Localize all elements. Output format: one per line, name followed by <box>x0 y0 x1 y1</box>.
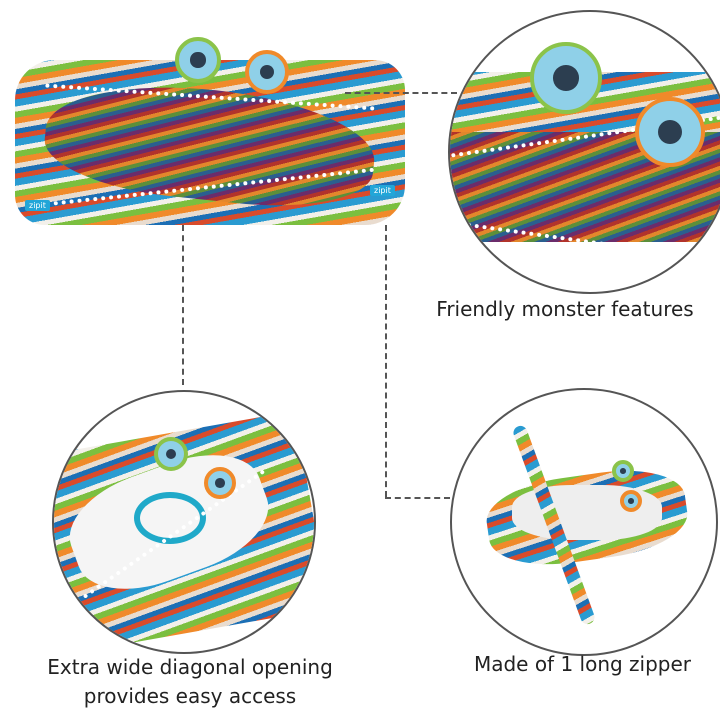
connector-line <box>385 497 450 499</box>
monster-eye-icon <box>635 97 705 167</box>
connector-line <box>385 225 387 497</box>
connector-line <box>345 92 457 94</box>
monster-eye-icon <box>620 490 642 512</box>
brand-tag: zipit <box>25 200 50 211</box>
diagonal-opening-closeup <box>52 390 316 654</box>
brand-tag: zipit <box>370 185 395 196</box>
monster-eye-icon <box>204 467 236 499</box>
feature-caption: Made of 1 long zipper <box>473 652 692 676</box>
monster-eye-icon <box>245 50 289 94</box>
feature-caption-line2: provides easy access <box>83 684 297 708</box>
feature-caption-line1: Extra wide diagonal opening <box>47 655 333 679</box>
monster-eye-icon <box>154 437 188 471</box>
feature-caption: Friendly monster features <box>436 297 694 321</box>
monster-eye-icon <box>175 37 221 83</box>
monster-features-closeup <box>448 10 720 294</box>
connector-line <box>182 225 184 385</box>
monster-eye-icon <box>612 460 634 482</box>
pencil-case-product-image: zipit zipit <box>15 37 405 225</box>
long-zipper-closeup <box>450 388 718 656</box>
monster-eye-icon <box>530 42 602 114</box>
